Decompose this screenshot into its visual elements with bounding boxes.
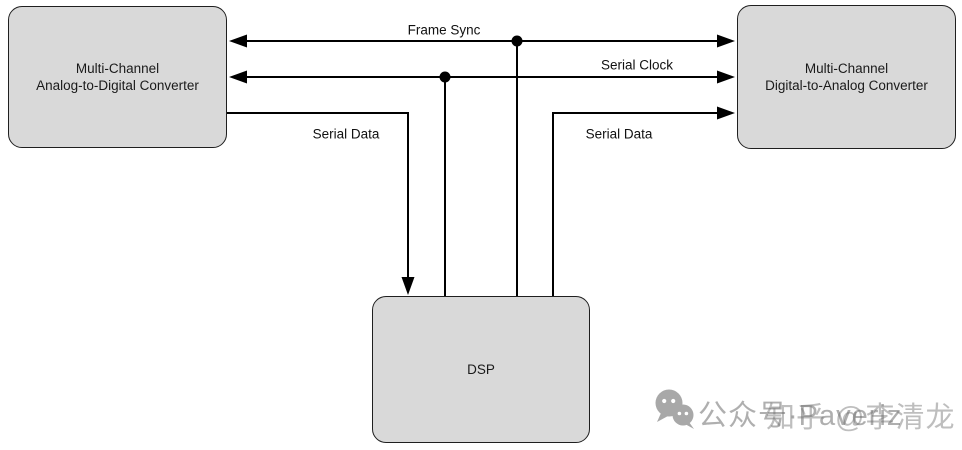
dsp-box: DSP — [372, 296, 590, 443]
adc-box: Multi-Channel Analog-to-Digital Converte… — [8, 6, 227, 148]
frame-sync-right-arrowhead-icon — [717, 34, 735, 48]
serial-clock-right-arrowhead-icon — [717, 70, 735, 84]
serial-data-left-arrowhead-icon — [401, 277, 415, 295]
dsp-label: DSP — [467, 362, 495, 377]
dac-box: Multi-Channel Digital-to-Analog Converte… — [737, 5, 956, 149]
serial-clock-label: Serial Clock — [600, 57, 674, 73]
serial-data-left-label: Serial Data — [312, 126, 380, 142]
serial-data-right-line — [552, 112, 719, 296]
dac-label-line1: Multi-Channel — [804, 61, 889, 76]
serial-data-left-line — [227, 112, 409, 279]
serial-data-right-label: Serial Data — [585, 126, 653, 142]
serial-clock-left-arrowhead-icon — [229, 70, 247, 84]
frame-sync-label: Frame Sync — [407, 22, 481, 38]
frame-sync-left-arrowhead-icon — [229, 34, 247, 48]
dac-label-line2: Digital-to-Analog Converter — [765, 78, 928, 93]
adc-label-line1: Multi-Channel — [75, 61, 160, 76]
adc-label-line2: Analog-to-Digital Converter — [36, 78, 199, 93]
serial-data-right-arrowhead-icon — [717, 106, 735, 120]
